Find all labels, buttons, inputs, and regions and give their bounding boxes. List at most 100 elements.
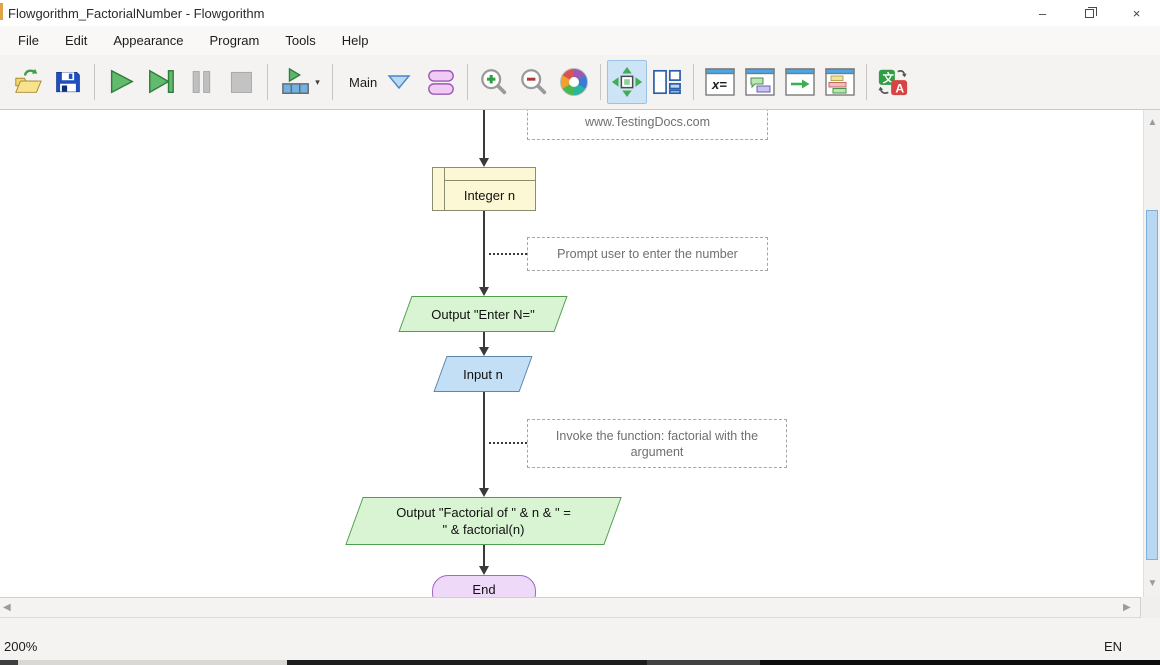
scroll-left-arrow[interactable]: ◀ [3,602,11,613]
titlebar: Flowgorithm_FactorialNumber - Flowgorith… [0,0,1160,26]
comment-connector [489,253,527,255]
scroll-down-arrow[interactable]: ▼ [1147,578,1158,589]
output-prompt-node[interactable]: Output "Enter N=" [398,296,568,332]
svg-text:x=: x= [711,77,727,92]
variables-window-button[interactable]: x= [700,60,740,104]
menu-appearance[interactable]: Appearance [113,33,184,48]
source-code-window-button[interactable] [820,60,860,104]
comment-website[interactable]: www.TestingDocs.com [527,110,768,140]
variables-window-icon: x= [705,68,735,96]
open-folder-icon [15,68,42,93]
window-title: Flowgorithm_FactorialNumber - Flowgorith… [8,5,265,21]
comment-prompt[interactable]: Prompt user to enter the number [527,237,768,271]
taskbar-segment [0,660,18,665]
end-label: End [472,582,496,597]
scroll-right-arrow[interactable]: ▶ [1123,602,1131,613]
toolbar-separator [693,64,695,100]
pause-button[interactable] [181,60,221,104]
flow-arrowhead [479,488,489,497]
zoom-reset-button[interactable] [554,60,594,104]
output-result-label: Output "Factorial of " & n & " = " & fac… [345,497,622,545]
translate-button[interactable]: 文 A [873,60,913,104]
zoom-in-button[interactable] [474,60,514,104]
translate-icon: 文 A [878,69,908,95]
save-button[interactable] [48,60,88,104]
statusbar: 200% EN [0,618,1160,660]
menu-file[interactable]: File [18,33,39,48]
taskbar-edge [0,660,1160,665]
language-indicator: EN [1103,638,1122,654]
flow-arrowhead [479,287,489,296]
scroll-up-arrow[interactable]: ▲ [1147,117,1158,128]
declare-node[interactable]: Integer n [432,167,536,211]
flow-arrowhead [479,347,489,356]
zoom-out-icon [521,69,547,95]
pause-icon [192,71,211,93]
menu-program[interactable]: Program [209,33,260,48]
console-window-button[interactable] [740,60,780,104]
window-layout-button[interactable] [647,60,687,104]
input-node[interactable]: Input n [433,356,533,392]
run-to-breakpoint-icon [282,67,310,94]
close-button[interactable]: × [1113,0,1160,26]
toolbar-separator [332,64,333,100]
stop-icon [230,71,252,93]
toolbar-separator [866,64,868,100]
step-icon [149,69,174,94]
maximize-button[interactable] [1066,0,1113,26]
menu-help[interactable]: Help [341,33,369,48]
menubar: File Edit Appearance Program Tools Help [0,26,1160,55]
flowchart-canvas[interactable]: www.TestingDocs.com Integer n Prompt use… [0,110,1143,597]
window-layout-icon [653,69,682,95]
function-dropdown-icon [387,75,411,90]
run-icon [110,69,134,94]
taskbar-segment [287,660,647,665]
color-wheel-icon [560,68,589,96]
vertical-scroll-thumb[interactable] [1146,210,1158,560]
toolbar-separator [467,64,469,100]
zoom-in-icon [481,69,507,95]
stop-button[interactable] [221,60,261,104]
input-label: Input n [463,366,503,382]
comment-invoke[interactable]: Invoke the function: factorial with the … [527,419,787,468]
flow-line [483,211,485,288]
close-icon: × [1132,5,1141,21]
output-window-button[interactable] [780,60,820,104]
zoom-level: 200% [4,638,38,654]
shapes-icon [428,70,455,95]
output-prompt-label: Output "Enter N=" [431,306,535,322]
toolbar: ▾ Main [0,55,1160,110]
menu-tools[interactable]: Tools [285,33,316,48]
fit-to-window-button[interactable] [607,60,648,104]
taskbar-segment [18,660,287,665]
flow-line [483,332,485,348]
restore-icon [1085,6,1097,18]
output-result-node[interactable]: Output "Factorial of " & n & " = " & fac… [345,497,622,545]
console-window-icon [745,68,775,96]
vertical-scrollbar[interactable]: ▲ ▼ [1143,110,1160,597]
function-selector[interactable]: Main [339,60,421,104]
open-button[interactable] [8,60,48,104]
horizontal-scrollbar[interactable]: ◀ ▶ [0,597,1141,618]
comment-connector [489,442,527,444]
minimize-button[interactable]: – [1019,0,1066,26]
menu-edit[interactable]: Edit [64,33,88,48]
svg-text:A: A [896,81,905,95]
end-node[interactable]: End [432,575,536,597]
run-button[interactable] [101,60,141,104]
declare-label: Integer n [463,188,516,203]
flow-line [483,545,485,567]
flow-line [483,110,485,159]
output-window-icon [785,68,815,96]
zoom-out-button[interactable] [514,60,554,104]
run-to-breakpoint-button[interactable]: ▾ [274,60,326,104]
toolbar-separator [267,64,268,100]
step-button[interactable] [141,60,181,104]
toolbar-separator [600,64,602,100]
taskbar-segment [647,660,760,665]
source-code-window-icon [825,68,855,96]
scrollbar-corner [1141,597,1160,618]
function-selector-label: Main [349,74,378,90]
toolbar-separator [94,64,95,100]
add-shapes-button[interactable] [421,60,461,104]
